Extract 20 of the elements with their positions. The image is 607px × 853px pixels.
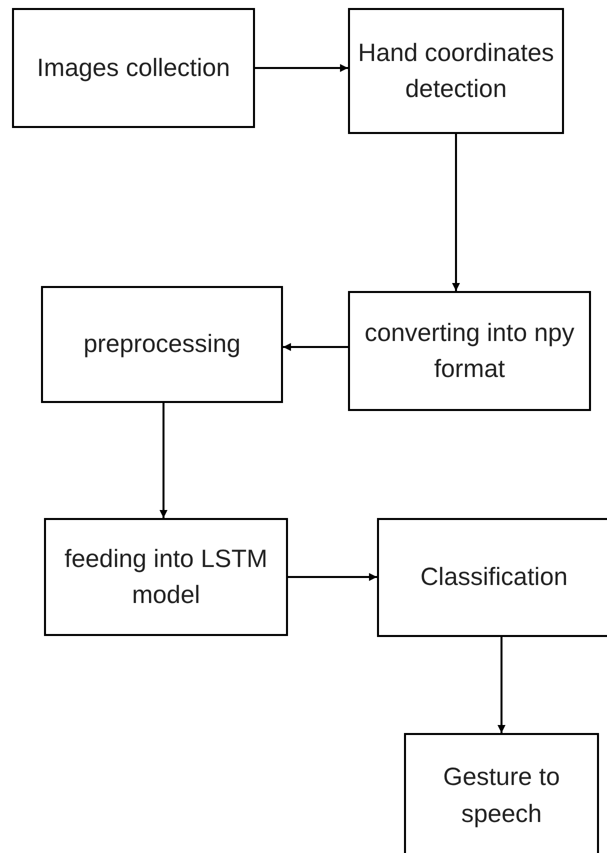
box-label: preprocessing bbox=[82, 329, 242, 360]
arrow bbox=[255, 64, 348, 72]
box-label: converting into npy format bbox=[364, 318, 576, 385]
process-box bbox=[12, 8, 255, 128]
arrow bbox=[498, 637, 506, 733]
arrow bbox=[288, 573, 377, 581]
process-box bbox=[348, 8, 564, 134]
process-box bbox=[41, 286, 283, 403]
box-label: feeding into LSTM model bbox=[64, 544, 268, 611]
arrow bbox=[452, 134, 460, 291]
arrow bbox=[283, 343, 348, 351]
process-box bbox=[377, 518, 607, 637]
process-box bbox=[348, 291, 591, 411]
arrow bbox=[160, 403, 168, 518]
box-label: Hand coordinates detection bbox=[357, 38, 555, 105]
box-label: Classification bbox=[419, 562, 569, 594]
process-box bbox=[404, 733, 599, 853]
process-box bbox=[44, 518, 288, 636]
box-label: Images collection bbox=[36, 52, 232, 84]
box-label: Gesture to speech bbox=[442, 762, 561, 830]
